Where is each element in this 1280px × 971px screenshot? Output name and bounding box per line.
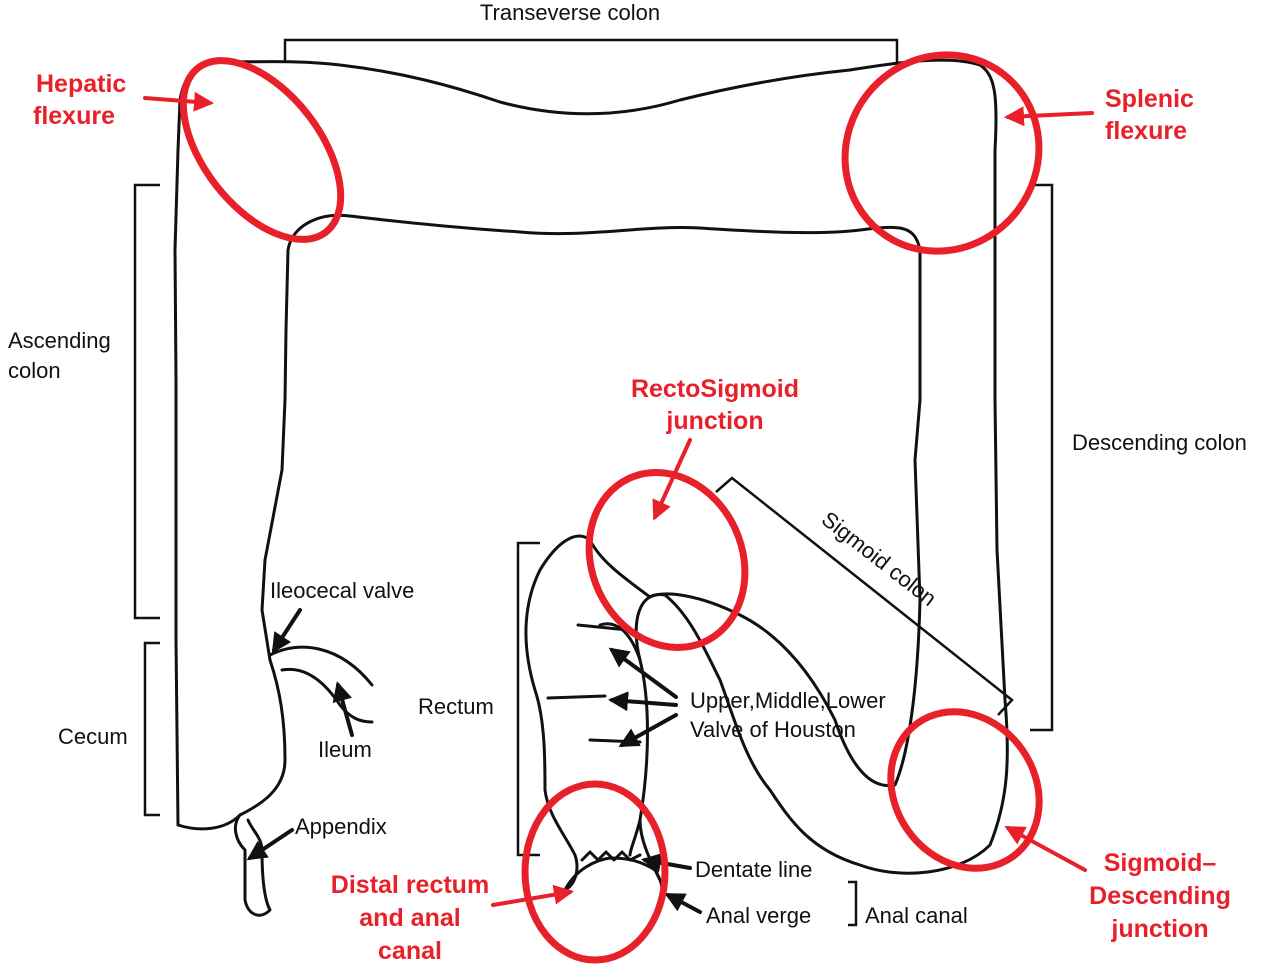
cecum-left-contour: [176, 813, 242, 831]
rectosigmoid-arrow: [652, 438, 692, 521]
dentate-line-label: Dentate line: [695, 857, 812, 882]
anal-canal-bracket: [848, 880, 858, 927]
dentate-line-mark: [580, 850, 642, 862]
distal-rectum-label-3: canal: [378, 937, 442, 965]
appendix-label: Appendix: [295, 814, 387, 839]
transverse-colon-label: Transeverse colon: [480, 0, 660, 25]
ileum-arrow: [332, 681, 354, 737]
ascending-colon-label-2: colon: [8, 358, 61, 383]
rectum-label: Rectum: [418, 694, 494, 719]
distal-rectum-label-2: and anal: [359, 904, 460, 932]
hepatic-flexure-label-1: Hepatic: [36, 70, 126, 98]
descending-colon-label: Descending colon: [1072, 430, 1247, 455]
ileum-label: Ileum: [318, 737, 372, 762]
rectum-outer-contour: [524, 534, 652, 892]
cecum-label: Cecum: [58, 724, 128, 749]
sigmoid-descending-label-1: Sigmoid–: [1104, 849, 1217, 877]
colon-outline: [173, 58, 1009, 917]
region-brackets: [133, 38, 1054, 927]
anal-canal-label: Anal canal: [865, 903, 968, 928]
houston-label-1: Upper,Middle,Lower: [690, 688, 886, 713]
houston-lower-arrow: [618, 713, 678, 747]
splenic-flexure-arrow: [1004, 106, 1094, 127]
sigmoid-descending-arrow: [1004, 826, 1087, 872]
cecum-bracket: [143, 641, 160, 817]
ascending-colon-bracket: [133, 183, 160, 620]
rectosigmoid-label-2: junction: [665, 407, 763, 435]
cecum-appendix-contour: [233, 558, 287, 917]
houston-label-2: Valve of Houston: [690, 717, 856, 742]
rectum-inner-lower: [628, 818, 642, 857]
colon-outer-contour: [173, 58, 1009, 882]
transverse-colon-bracket: [283, 38, 899, 62]
ileum-contour: [268, 645, 374, 687]
appendix-arrow: [246, 828, 294, 861]
highlight-circles: [179, 51, 1043, 964]
houston-middle-arrow: [608, 691, 678, 712]
splenic-flexure-label-2: flexure: [1105, 117, 1187, 145]
ileum-contour-lower: [280, 667, 374, 724]
rectosigmoid-circle: [585, 468, 749, 652]
anatomy-labels: Transeverse colon Ascending colon Descen…: [8, 0, 1247, 928]
ascending-colon-label-1: Ascending: [8, 328, 111, 353]
hepatic-flexure-label-2: flexure: [33, 102, 115, 130]
black-arrows: [246, 608, 702, 914]
splenic-flexure-circle: [841, 51, 1043, 255]
ileocecal-valve-label: Ileocecal valve: [270, 578, 414, 603]
hepatic-flexure-arrow: [143, 91, 214, 112]
distal-rectum-label-1: Distal rectum: [331, 871, 489, 899]
distal-rectum-circle: [521, 780, 669, 964]
rectum-anal-contour: [563, 856, 664, 892]
sigmoid-colon-bracket: [715, 476, 1014, 716]
houston-fold-upper: [576, 623, 630, 632]
splenic-flexure-label-1: Splenic: [1105, 85, 1194, 113]
houston-fold-middle: [546, 694, 607, 700]
highlight-labels: Hepatic flexure Splenic flexure RectoSig…: [33, 70, 1231, 965]
ileocecal-valve-arrow: [271, 608, 302, 654]
anal-verge-arrow: [664, 893, 702, 914]
anal-verge-label: Anal verge: [706, 903, 811, 928]
colon-inner-contour: [263, 213, 922, 788]
distal-rectum-arrow: [491, 884, 574, 907]
descending-colon-bracket: [1030, 183, 1054, 732]
rectosigmoid-label-1: RectoSigmoid: [631, 375, 799, 403]
sigmoid-descending-label-3: junction: [1110, 915, 1208, 943]
red-arrows: [143, 91, 1094, 907]
houston-upper-arrow: [608, 647, 678, 699]
sigmoid-descending-label-2: Descending: [1089, 882, 1231, 910]
hepatic-flexure-circle: [179, 57, 345, 243]
sigmoid-descending-circle: [887, 708, 1043, 872]
